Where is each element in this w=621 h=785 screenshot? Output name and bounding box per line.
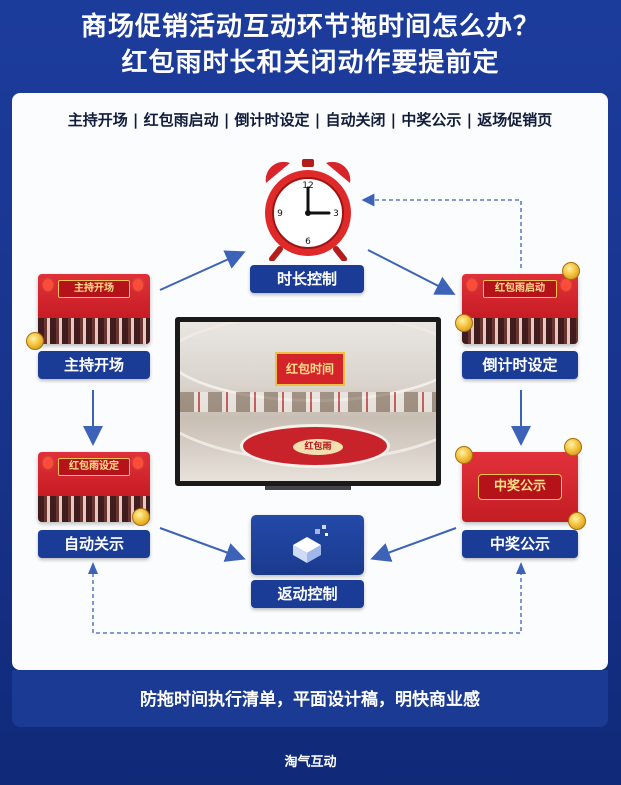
dashed-loop-bottom: [92, 566, 522, 634]
coin-icon: [568, 512, 586, 530]
audience-image: [38, 318, 150, 344]
host-tile: 主持开场: [38, 274, 150, 344]
lantern-icon: [468, 280, 476, 290]
winner-tile: 中奖公示: [462, 452, 578, 522]
autoclose-label: 自动关示: [38, 530, 150, 558]
clock-num-3: 3: [333, 209, 339, 219]
floor-text: 红包雨: [293, 439, 343, 455]
timer-label: 时长控制: [250, 265, 364, 293]
arrow-autoclose-to-return: [159, 527, 246, 562]
lantern-icon: [134, 280, 142, 290]
coin-icon: [132, 508, 150, 526]
countdown-label: 倒计时设定: [462, 351, 578, 379]
mall-atrium-image: 红包时间 红包雨: [180, 322, 436, 481]
clock-num-12: 12: [302, 181, 313, 191]
countdown-tile: 红包雨启动: [462, 274, 578, 344]
winner-tile-banner: 中奖公示: [478, 474, 562, 500]
arrow-host-to-timer: [159, 250, 246, 291]
lantern-icon: [44, 458, 52, 468]
steps-bar: 主持开场 | 红包雨启动 | 倒计时设定 | 自动关闭 | 中奖公示 | 返场促…: [67, 111, 553, 129]
winner-label: 中奖公示: [462, 530, 578, 558]
autoclose-tile-banner: 红包雨设定: [58, 458, 130, 476]
floor-stage: 红包雨: [240, 424, 390, 468]
footer-band: [12, 670, 608, 727]
lantern-icon: [134, 458, 142, 468]
coin-icon: [26, 332, 44, 350]
dashed-loop-top: [361, 193, 522, 268]
host-tile-banner: 主持开场: [58, 280, 130, 298]
clock-num-6: 6: [305, 237, 311, 247]
coin-icon: [564, 438, 582, 456]
screen-sign: 红包时间: [275, 352, 345, 386]
stage-image: [462, 318, 578, 344]
display-screen: 红包时间 红包雨: [175, 317, 441, 490]
lantern-icon: [562, 280, 570, 290]
coin-icon: [455, 314, 473, 332]
arrow-winner-to-return: [370, 527, 457, 562]
footer-text: 防拖时间执行清单，平面设计稿，明快商业感: [140, 690, 480, 710]
arrow-timer-to-countdown: [367, 249, 456, 295]
clock-num-9: 9: [277, 209, 283, 219]
coin-icon: [455, 446, 473, 464]
host-label: 主持开场: [38, 351, 150, 379]
coin-icon: [562, 262, 580, 280]
brand-name: 淘气互动: [284, 755, 337, 770]
return-control-box: [251, 515, 364, 575]
page-title-line2: 红包雨时长和关闭动作要提前定: [121, 48, 500, 78]
audience-image: [38, 496, 150, 522]
alarm-clock-icon: 12 3 6 9: [265, 159, 351, 261]
countdown-tile-banner: 红包雨启动: [482, 280, 558, 298]
autoclose-tile: 红包雨设定: [38, 452, 150, 522]
return-label: 返动控制: [251, 580, 364, 608]
lantern-icon: [44, 280, 52, 290]
cube-icon: [293, 525, 328, 563]
page-title-line1: 商场促销活动互动环节拖时间怎么办？: [80, 12, 540, 42]
